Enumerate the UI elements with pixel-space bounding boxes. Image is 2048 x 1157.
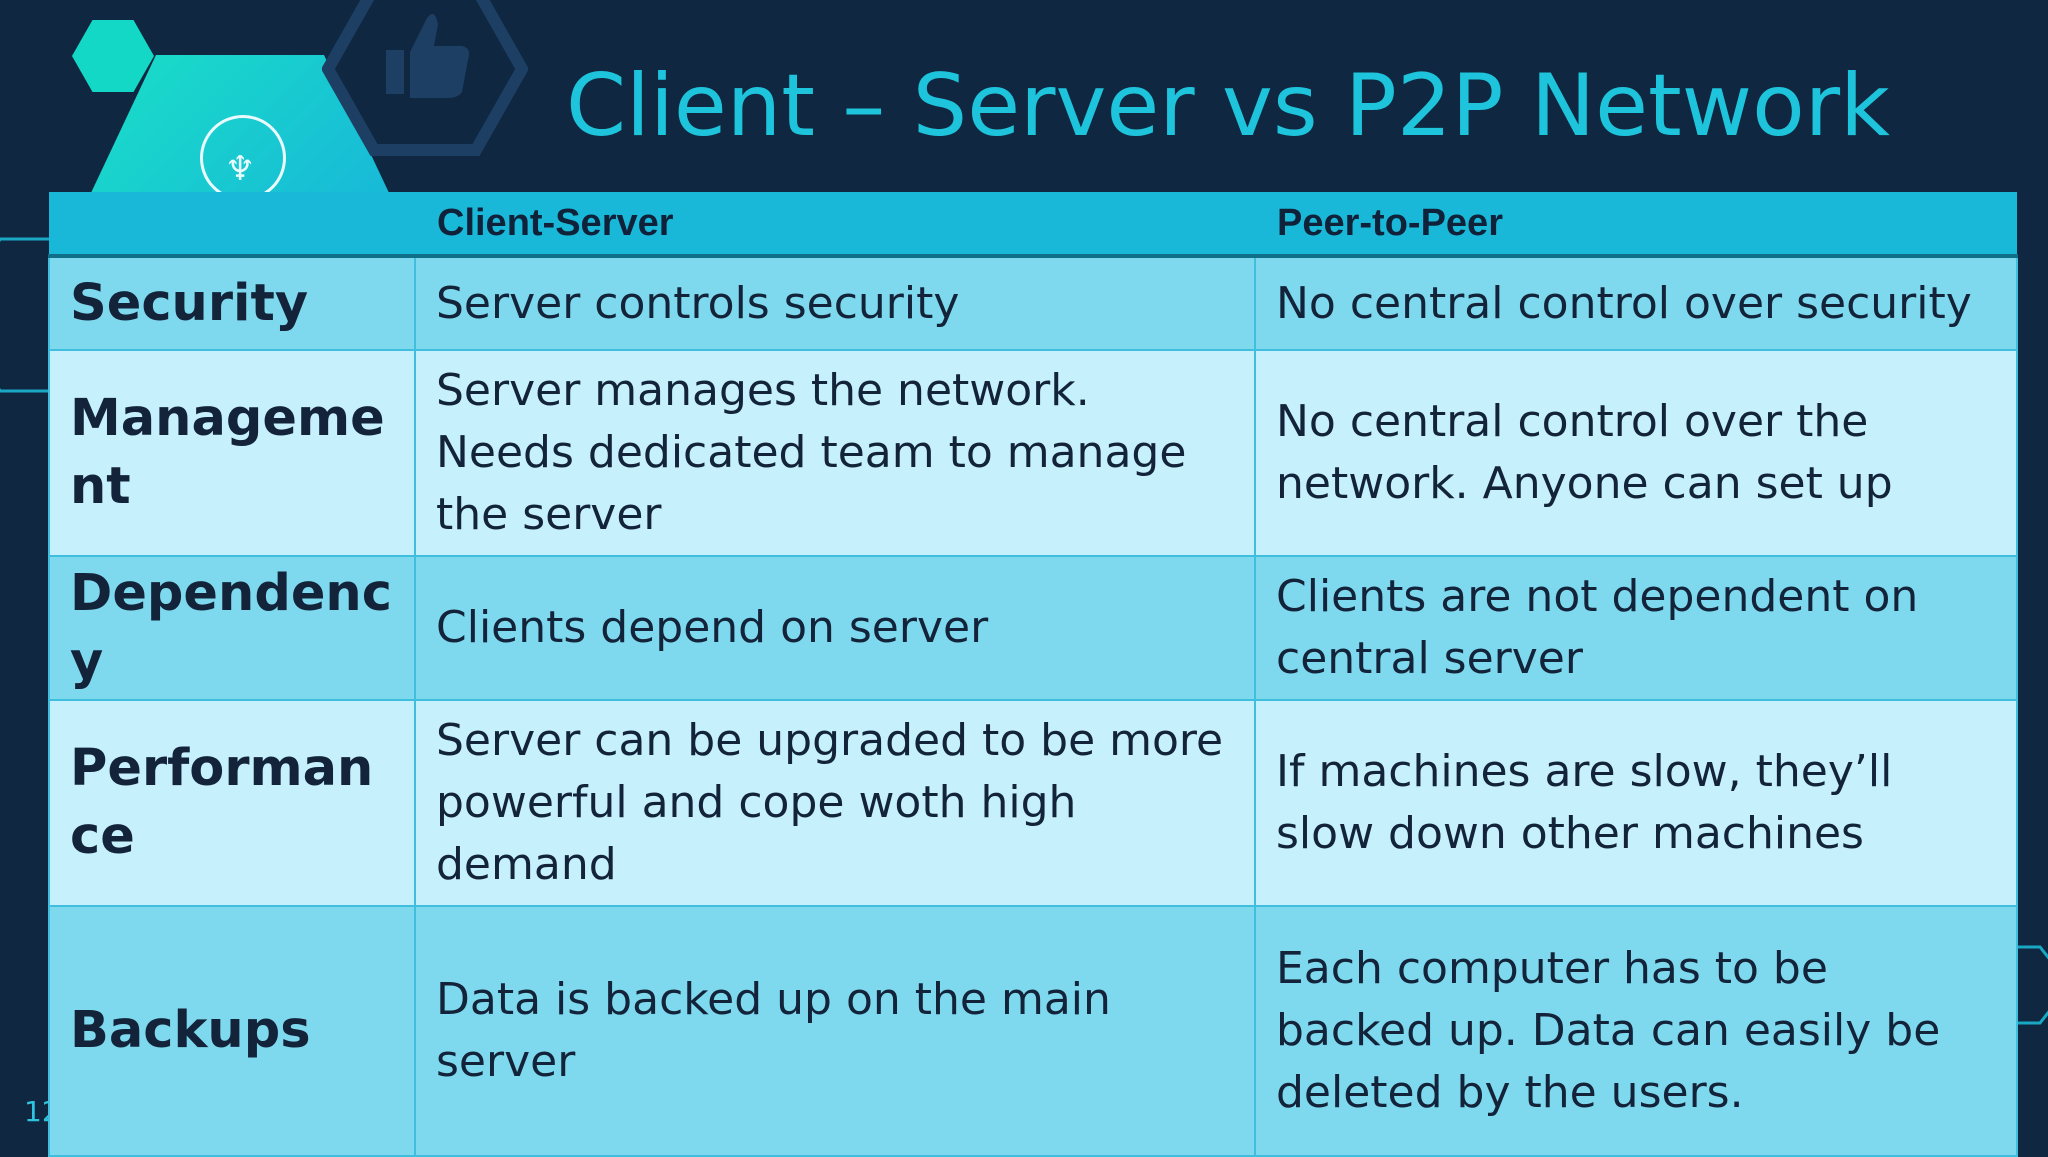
row-label: Management [48,349,416,557]
thumbs-up-icon [322,0,528,156]
row-label: Backups [48,905,416,1157]
comparison-table: Client-Server Peer-to-Peer Security Serv… [48,192,2018,1157]
hexagon-outline-decoration-right [2010,945,2048,1025]
p2p-cell: No central control over the network. Any… [1254,349,2018,557]
teal-hexagon-decoration [72,20,154,92]
lightbulb-filament-icon: ♆ [225,149,256,189]
header-client-server: Client-Server [415,192,1255,258]
table-row-security: Security Server controls security No cen… [48,255,2018,351]
client-server-cell: Server controls security [414,255,1256,351]
table-header-row: Client-Server Peer-to-Peer [49,192,2017,258]
lightbulb-icon: ♆ [200,115,286,201]
client-server-cell: Server can be upgraded to be more powerf… [414,699,1256,907]
client-server-cell: Data is backed up on the main server [414,905,1256,1157]
client-server-cell: Clients depend on server [414,555,1256,701]
table-row-dependency: Dependency Clients depend on server Clie… [48,555,2018,701]
p2p-cell: No central control over security [1254,255,2018,351]
header-peer-to-peer: Peer-to-Peer [1255,192,2017,258]
table-row-performance: Performance Server can be upgraded to be… [48,699,2018,907]
p2p-cell: Clients are not dependent on central ser… [1254,555,2018,701]
p2p-cell: Each computer has to be backed up. Data … [1254,905,2018,1157]
row-label: Dependency [48,555,416,701]
table-row-management: Management Server manages the network. N… [48,349,2018,557]
row-label: Security [48,255,416,351]
table-row-backups: Backups Data is backed up on the main se… [48,905,2018,1157]
p2p-cell: If machines are slow, they’ll slow down … [1254,699,2018,907]
row-label: Performance [48,699,416,907]
header-corner [49,192,415,258]
slide-title: Client – Server vs P2P Network [566,56,1890,156]
client-server-cell: Server manages the network. Needs dedica… [414,349,1256,557]
